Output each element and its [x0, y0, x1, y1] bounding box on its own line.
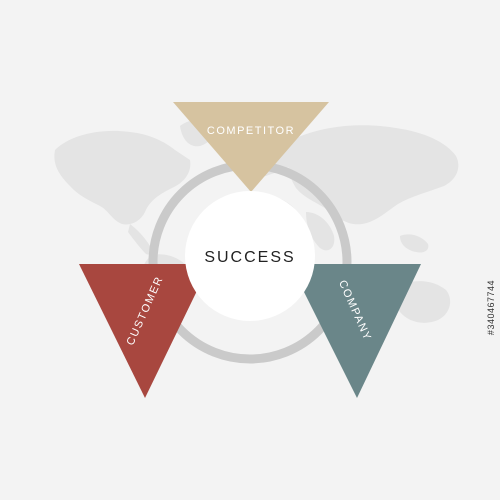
stock-image-id: #340467744 — [486, 280, 496, 336]
company-segment — [290, 264, 421, 398]
competitor-segment — [173, 102, 329, 192]
competitor-label: COMPETITOR — [207, 125, 295, 137]
customer-segment — [79, 264, 210, 398]
success-hub — [185, 191, 315, 321]
success-label: SUCCESS — [204, 249, 295, 266]
